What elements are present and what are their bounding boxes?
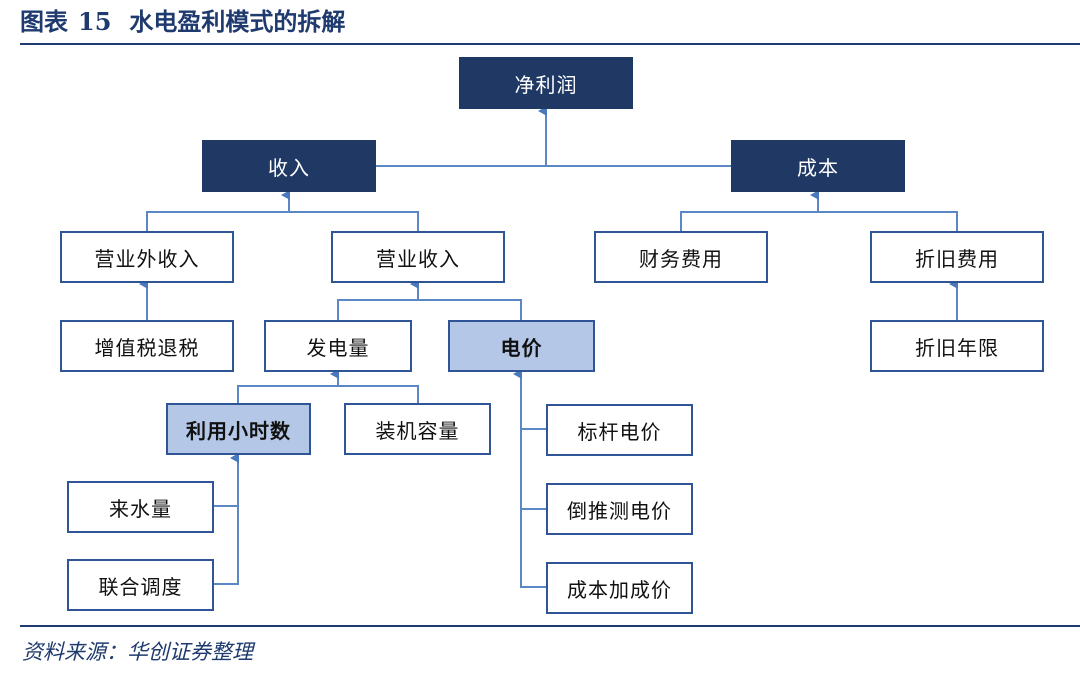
node-benchmark-price: 标杆电价 [546, 404, 693, 456]
node-installed-capacity: 装机容量 [344, 403, 491, 455]
node-depreciation-period: 折旧年限 [870, 320, 1044, 372]
node-financial-expense: 财务费用 [594, 231, 768, 283]
node-joint-dispatch: 联合调度 [67, 559, 214, 611]
node-net-profit: 净利润 [459, 57, 633, 109]
connector-price-items [520, 428, 546, 588]
node-back-calculated-price: 倒推测电价 [546, 483, 693, 535]
node-vat-refund: 增值税退税 [60, 320, 234, 372]
node-cost-plus-price: 成本加成价 [546, 562, 693, 614]
connector-hours-capacity-to-generation [237, 385, 419, 403]
footer-rule [20, 625, 1080, 627]
figure-title: 水电盈利模式的拆解 [129, 7, 346, 36]
figure-number: 15 [78, 7, 112, 36]
node-utilization-hours: 利用小时数 [166, 403, 311, 455]
node-power-generation: 发电量 [264, 320, 412, 372]
node-operating-revenue: 营业收入 [331, 231, 505, 283]
node-non-operating-revenue: 营业外收入 [60, 231, 234, 283]
node-electricity-price: 电价 [448, 320, 595, 372]
node-revenue: 收入 [202, 140, 376, 192]
connector-generation-price-to-operating-revenue [337, 299, 522, 320]
header-rule [20, 43, 1080, 45]
connector-expenses-to-cost [680, 211, 958, 231]
node-cost: 成本 [731, 140, 905, 192]
connector-incomes-to-revenue [146, 211, 419, 231]
connector-inflow-dispatch [214, 505, 239, 585]
node-water-inflow: 来水量 [67, 481, 214, 533]
figure-label: 图表 [20, 7, 68, 36]
source-note: 资料来源：华创证券整理 [22, 640, 253, 664]
node-depreciation-expense: 折旧费用 [870, 231, 1044, 283]
figure-heading: 图表 15 水电盈利模式的拆解 [20, 4, 345, 40]
